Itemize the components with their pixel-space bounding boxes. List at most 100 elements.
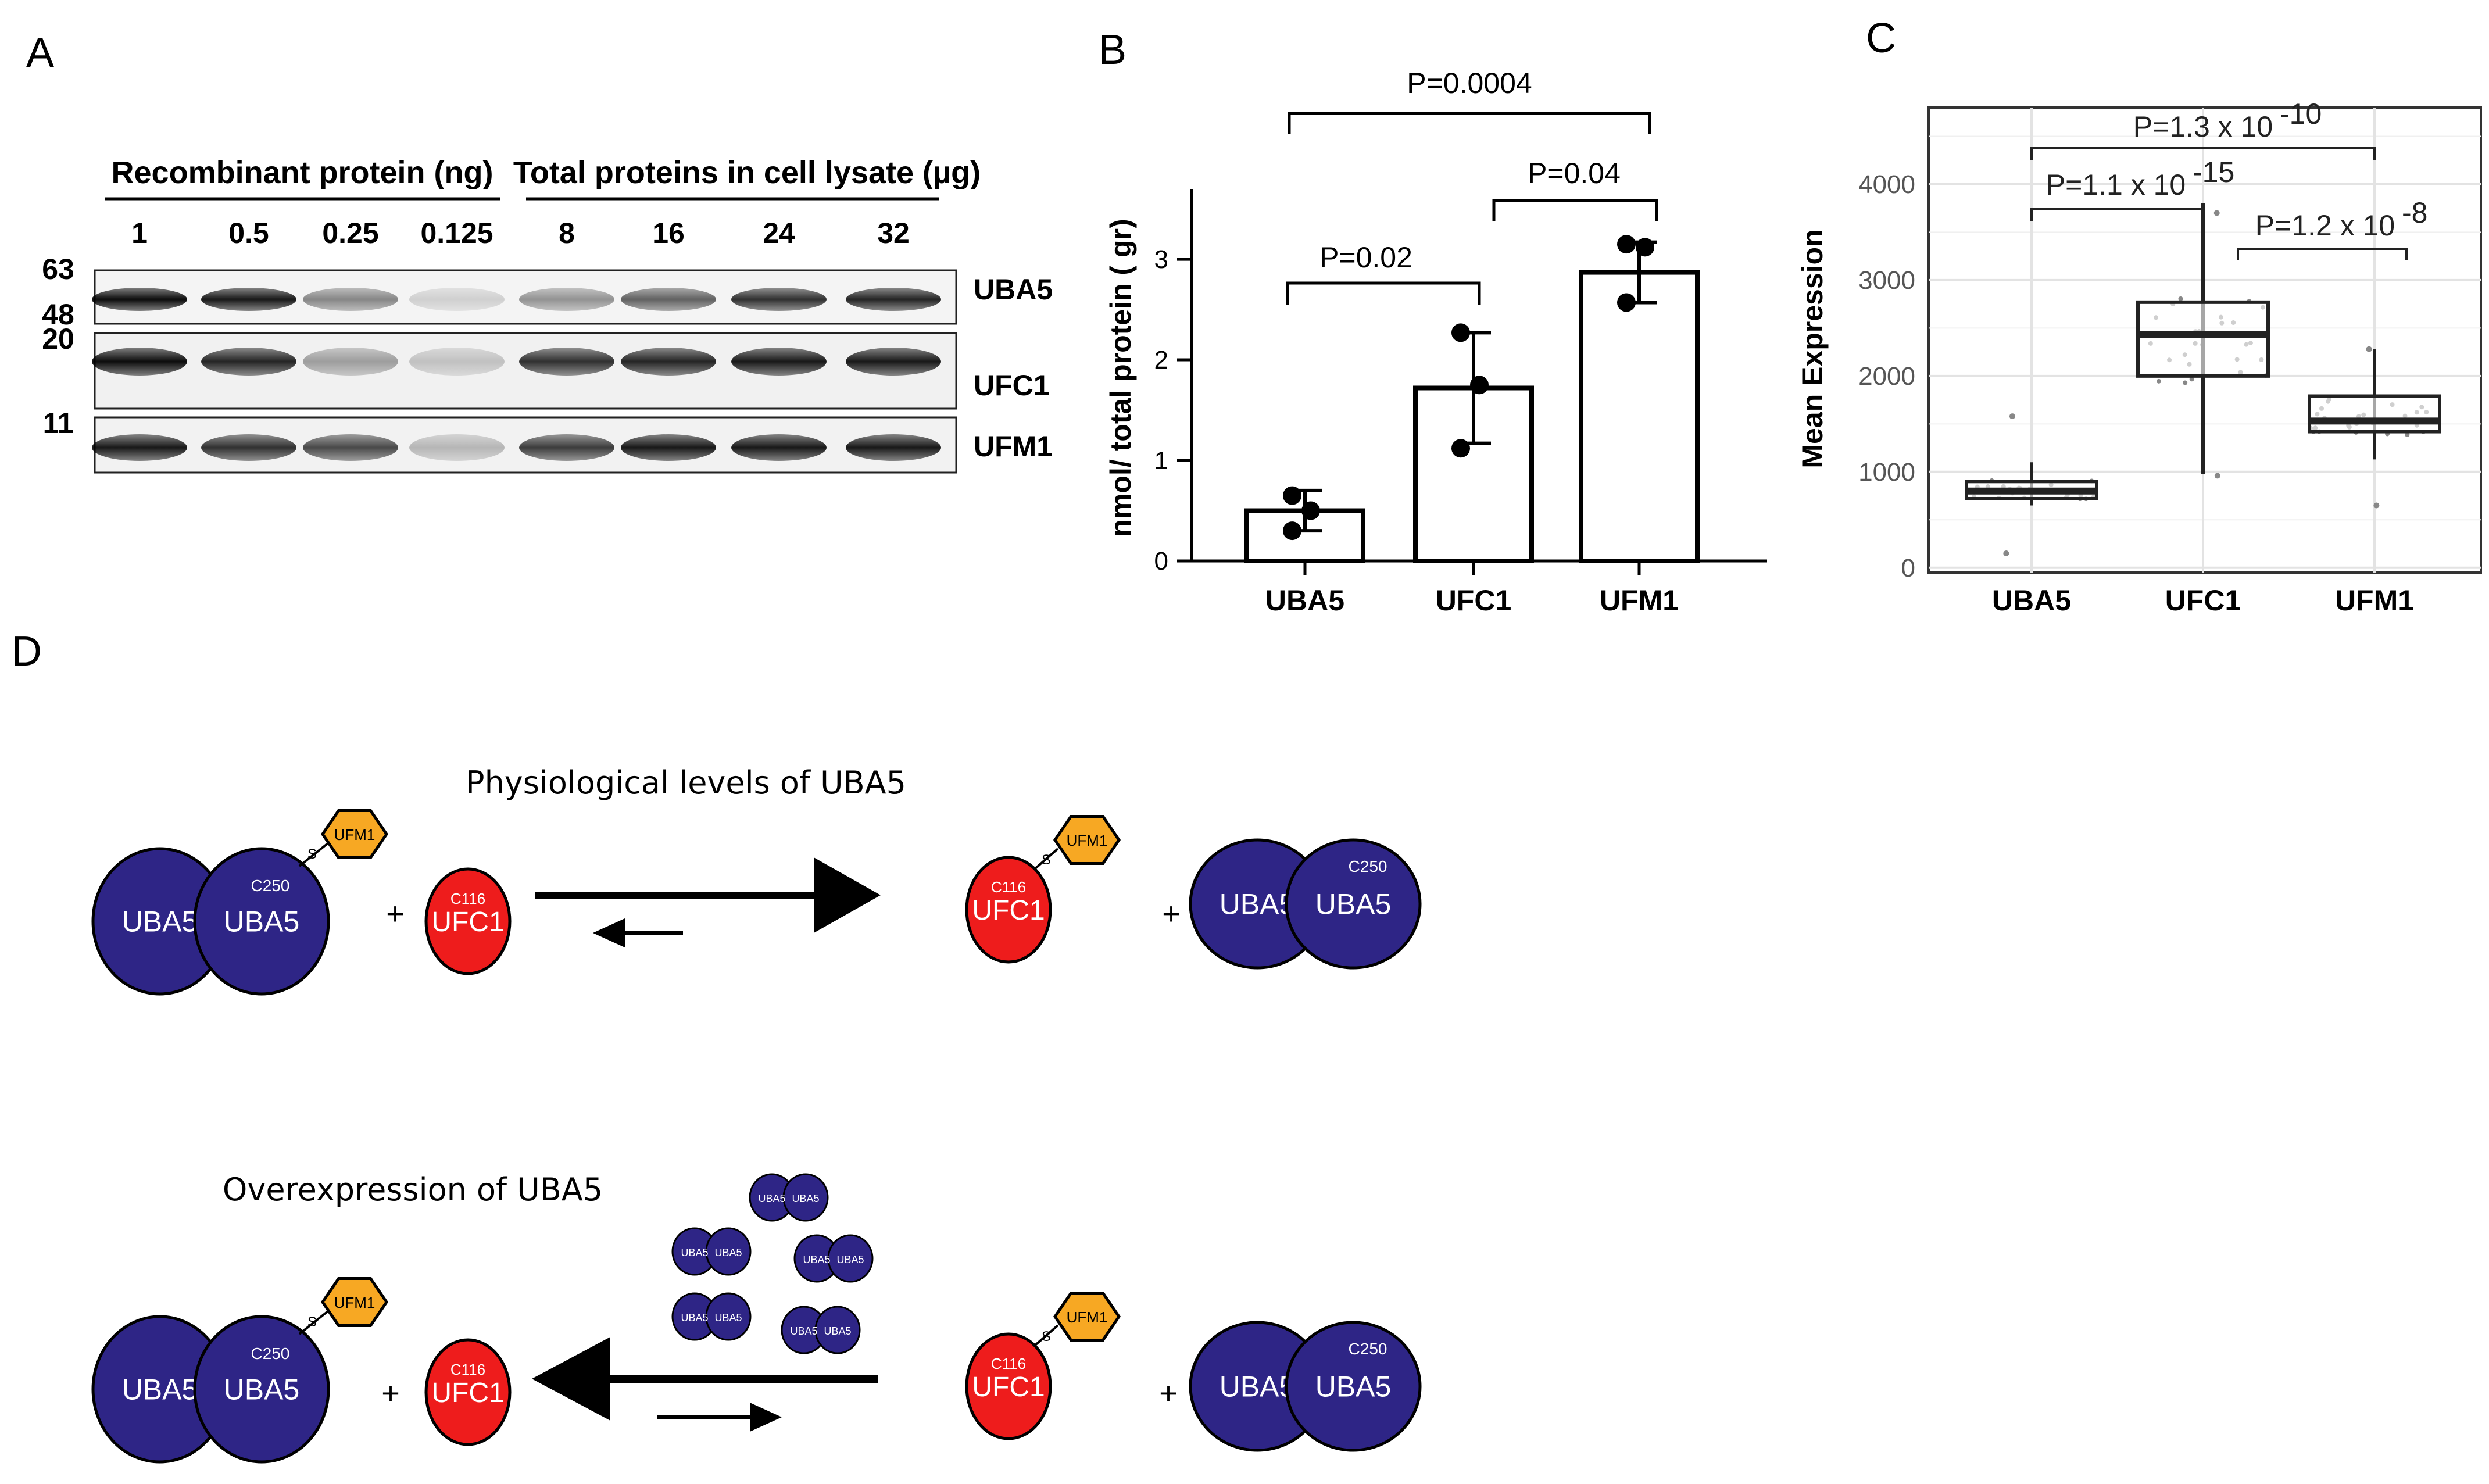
lane-label-3: 0.25 [322,217,378,249]
chart-b-point [1283,521,1301,541]
chart-c-pvalue-exponent: -10 [2280,98,2322,130]
band-r2-l7 [731,348,827,376]
bot-mid-ufc1 [424,1338,512,1446]
chart-b-point [1451,439,1470,458]
scheme-bottom-title: Overexpression of UBA5 [223,1171,603,1208]
mini-uba5-a-label: UBA5 [681,1247,708,1258]
top-mid-c116-label: C116 [450,890,485,907]
blot-header-lysate: Total proteins in cell lysate (µg) [513,155,981,190]
mini-uba5-b [705,1292,752,1341]
chart-c-ylabel: Mean Expression [1796,229,1829,468]
top-left-uba5-right [193,847,330,996]
chart-b-xlabel-uba5: UBA5 [1265,584,1344,617]
panel-label-d: D [12,628,42,675]
mini-uba5-b [827,1234,874,1283]
top-right-s-label: S [1042,852,1051,868]
chart-c-box-ufm1 [2308,394,2441,434]
bot-left-uba5-right-label: UBA5 [224,1374,300,1406]
top-left-thioester-bond [298,842,330,867]
chart-c-bracket [2030,208,2204,221]
bot-plus-1: + [381,1376,400,1411]
lane-label-4: 0.125 [420,217,493,249]
chart-b-bracket [1492,199,1658,221]
bot-far-right-uba5-right-label: UBA5 [1315,1371,1392,1403]
top-far-right-uba5-right-label: UBA5 [1315,888,1392,921]
chart-b-ytick-label: 0 [1154,547,1168,575]
lane-label-5: 8 [559,217,575,249]
chart-b-pvalue: P=0.0004 [1407,67,1532,99]
arrow-forward-large [535,857,881,933]
top-plus-1: + [386,896,405,931]
chart-c-pvalue-exponent: -15 [2193,156,2234,188]
lane-label-7: 24 [763,217,795,249]
mini-uba5-a-label: UBA5 [803,1254,830,1265]
lane-label-6: 16 [652,217,685,249]
chart-c-xlabel-ufm1: UFM1 [2335,584,2414,617]
bot-plus-2: + [1159,1376,1178,1411]
chart-b-ytick-label: 2 [1154,346,1168,374]
arrow-reverse-large [532,1337,878,1421]
lane-label-2: 0.5 [228,217,269,249]
marker-11: 11 [43,407,74,439]
chart-c-jitter-point [2183,380,2188,385]
panel-label-a: A [26,30,54,76]
band-r3-l1 [92,434,187,461]
chart-c-ytick-label: 4000 [1858,170,1915,199]
top-mid-ufc1 [424,867,512,975]
western-blot: Recombinant protein (ng) Total proteins … [42,155,1053,474]
band-r1-l3 [303,288,398,311]
band-r3-l3 [303,434,398,461]
band-r1-l4 [409,288,505,311]
chart-c-pvalue: P=1.1 x 10 [2046,169,2186,201]
bot-mid-c116-label: C116 [450,1361,485,1378]
blot-row-ufm1: UFM1 [974,430,1053,463]
chart-b-pvalue: P=0.02 [1319,241,1412,274]
top-left-ufm1-label: UFM1 [334,826,376,843]
chart-b-bracket [1286,281,1481,305]
band-r3-l8 [846,434,941,461]
bot-right-ufm1-label: UFM1 [1067,1308,1108,1326]
bot-right-s-label: S [1042,1329,1051,1344]
bot-left-s-label: S [307,1314,317,1330]
band-r2-l4 [409,348,505,376]
panel-label-b: B [1099,27,1127,73]
lane-label-1: 1 [131,217,148,249]
band-r2-l6 [621,348,716,376]
chart-b-point [1636,238,1654,257]
arrow-forward-small [657,1403,782,1432]
band-r3-l7 [731,434,827,461]
mini-uba5-b [705,1227,752,1276]
band-r3-l4 [409,434,505,461]
band-r2-l2 [201,348,296,376]
chart-c-jitter-point [2189,377,2194,382]
chart-c-xlabel-ufc1: UFC1 [2165,584,2241,617]
chart-c-bracket [2030,147,2376,160]
top-plus-2: + [1162,896,1181,931]
chart-c-jitter-point [2178,296,2183,301]
chart-b-point [1617,293,1636,312]
bot-left-uba5-left-label: UBA5 [122,1374,198,1406]
mini-uba5-b [782,1173,829,1222]
band-r2-l8 [846,348,941,376]
band-r2-l5 [519,348,614,376]
bot-left-ufm1-label: UFM1 [334,1294,376,1311]
chart-b-ylabel: nmol/ total protein ( gr) [1104,219,1137,537]
scheme-top-title: Physiological levels of UBA5 [466,764,906,801]
marker-48: 48 [42,298,74,331]
mini-uba5-b-label: UBA5 [792,1193,819,1204]
blot-bands [92,288,941,461]
chart-c-ytick-label: 1000 [1858,458,1915,487]
bot-left-ufm1 [320,1277,389,1327]
top-left-s-label: S [307,846,317,862]
mini-uba5-b-label: UBA5 [836,1254,864,1265]
bot-left-uba5-right [193,1315,330,1464]
mini-uba5-b-label: UBA5 [714,1312,742,1324]
band-r2-l3 [303,348,398,376]
chart-c-jitter-point [2156,378,2161,384]
